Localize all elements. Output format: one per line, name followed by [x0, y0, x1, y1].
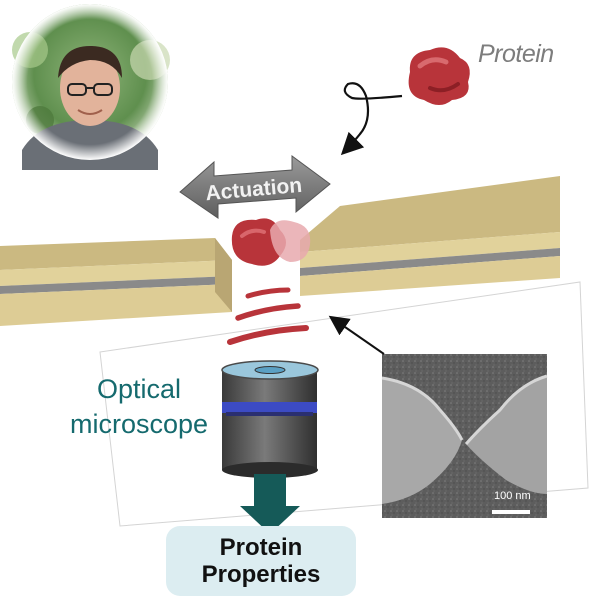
microscope-objective-icon	[221, 360, 319, 478]
optical-microscope-label: Optical microscope	[44, 372, 234, 442]
scattered-light-icon	[227, 287, 309, 345]
scale-bar	[492, 510, 530, 514]
actuation-arrow: Actuation	[179, 155, 331, 219]
pointer-arrow	[328, 315, 385, 355]
properties-line1: Protein	[219, 534, 303, 561]
curly-path-arrow	[340, 82, 403, 156]
protein-properties-box: Protein Properties	[166, 526, 356, 596]
trapped-protein-icon	[231, 218, 311, 266]
left-electrode	[0, 238, 232, 326]
optical-label-line2: microscope	[69, 409, 209, 439]
protein-label: Protein	[478, 40, 554, 68]
protein-blob-icon	[408, 47, 470, 105]
sample-slide	[99, 281, 589, 527]
right-electrode	[300, 176, 560, 296]
portrait-photo	[12, 4, 170, 170]
properties-line2: Properties	[201, 561, 321, 588]
optical-label-line1: Optical	[96, 374, 182, 404]
output-arrow	[240, 474, 300, 534]
protein-properties-label: Protein Properties	[166, 534, 356, 588]
sem-micrograph	[381, 354, 548, 518]
scale-bar-label: 100 nm	[494, 490, 531, 502]
